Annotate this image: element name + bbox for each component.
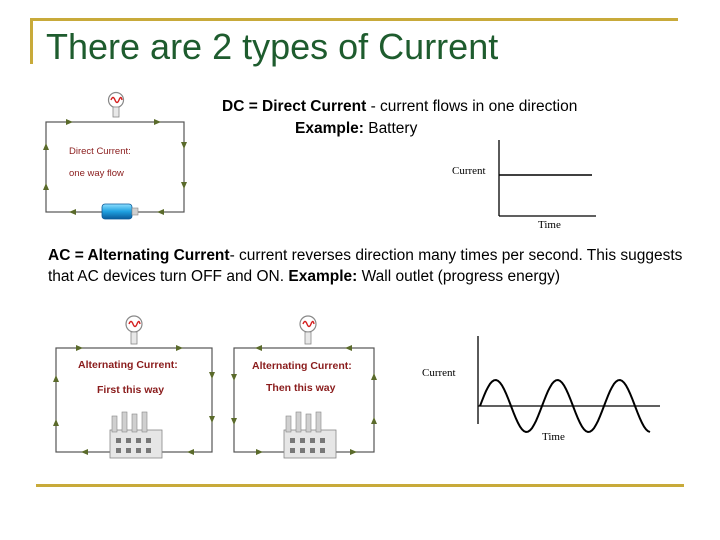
dc-flow-arrows [43,119,187,215]
dc-description-text: - current flows in one direction [366,98,578,115]
dc-example-value: Battery [363,120,418,137]
ac-graph-y-label: Current [422,367,456,379]
ac-current-graph: Current Time [422,336,660,443]
ac2-bulb-icon [299,315,317,345]
ac2-circuit-sublabel: Then this way [266,382,336,394]
ac1-circuit-sublabel: First this way [97,384,164,396]
ac-graph-x-label: Time [542,431,565,443]
top-accent-line [30,18,678,21]
dc-example-label: Example: [295,120,364,137]
dc-current-graph: Current Time [452,140,596,230]
ac2-circuit-label: Alternating Current: [252,360,352,372]
ac-example-label: Example: [288,268,358,285]
dc-circuit-label: Direct Current: [69,146,131,157]
dc-bulb-icon [107,91,125,118]
dc-circuit-sublabel: one way flow [69,168,124,179]
ac1-power-plant-icon [109,411,163,459]
page-title: There are 2 types of Current [46,26,499,67]
ac-circuit-diagram-2: Alternating Current: Then this way [231,315,377,459]
dc-description: DC = Direct Current - current flows in o… [222,96,577,140]
ac2-power-plant-icon [283,411,337,459]
battery-icon [101,203,139,220]
dc-circuit-diagram: Direct Current: one way flow [43,91,187,220]
bottom-accent-line [36,484,684,487]
ac2-flow-arrows [231,345,377,455]
dc-graph-y-label: Current [452,165,486,177]
ac1-circuit-label: Alternating Current: [78,359,178,371]
ac1-flow-arrows [53,345,215,455]
dc-graph-x-label: Time [538,219,561,230]
ac-example-value: Wall outlet (progress energy) [357,268,561,285]
left-accent-line [30,18,33,64]
dc-heading: DC = Direct Current [222,98,367,115]
ac-graph-sine-wave [479,378,651,434]
dc-wire-loop [45,121,185,213]
ac-heading: AC = Alternating Current [48,247,230,264]
ac-circuit-diagram-1: Alternating Current: First this way [53,315,215,459]
ac-description-text: - current reverses direction many times … [48,247,683,285]
ac1-bulb-icon [125,315,143,345]
ac-description: AC = Alternating Current- current revers… [48,245,708,287]
